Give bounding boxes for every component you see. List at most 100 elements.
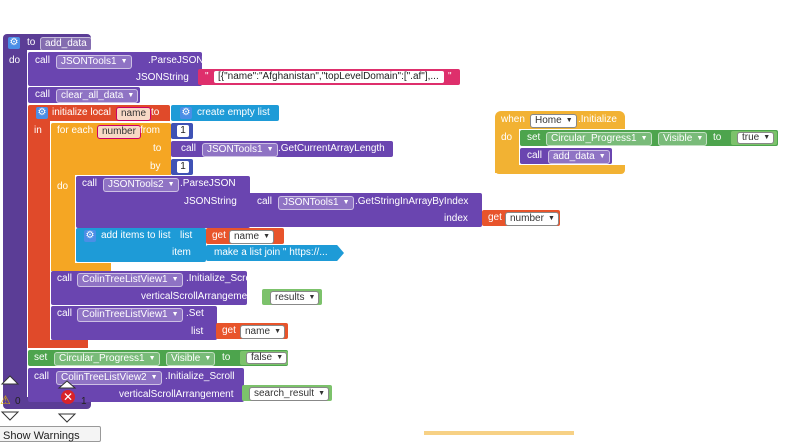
false-dropdown[interactable]: false▼	[246, 352, 288, 364]
previous-error-icon[interactable]	[57, 380, 77, 389]
procedure-name-field[interactable]: add_data	[40, 37, 92, 51]
call-label: call	[35, 55, 51, 66]
get-label: get	[212, 230, 226, 241]
event-call-add-data-block[interactable]	[520, 148, 612, 164]
make-list-block[interactable]	[206, 245, 344, 261]
call-label: call	[35, 89, 51, 100]
call-label: call	[57, 308, 73, 319]
when-label: when	[501, 114, 525, 125]
results-dropdown[interactable]: results▼	[270, 291, 320, 305]
show-warnings-button[interactable]: Show Warnings	[0, 426, 101, 442]
circular-progress-dropdown[interactable]: Circular_Progress1▼	[54, 352, 160, 366]
add-data-dropdown[interactable]: add_data▼	[548, 150, 610, 164]
procedure-block-add-data[interactable]	[3, 34, 91, 50]
item-label: item	[172, 247, 191, 258]
call-label: call	[527, 150, 543, 161]
dropdown-arrow-icon: ▼	[204, 355, 212, 362]
warning-icon: ⚠	[0, 393, 11, 407]
expand-down-icon[interactable]	[0, 411, 20, 421]
gear-icon[interactable]: ⚙	[36, 107, 48, 119]
from-label: from	[140, 125, 160, 136]
set-label: set	[34, 352, 48, 363]
show-warnings-label: Show Warnings	[3, 430, 80, 442]
method-parsejson-label: .ParseJSON	[148, 55, 204, 66]
initialize-local-spine	[28, 121, 50, 343]
home-component-dropdown[interactable]: Home▼	[530, 114, 577, 128]
gear-icon[interactable]: ⚙	[84, 230, 96, 242]
by-number-value[interactable]: 1	[177, 161, 189, 173]
to-label: to	[151, 107, 160, 118]
event-set-visible-true-block[interactable]	[520, 130, 778, 146]
from-number-value[interactable]: 1	[177, 125, 189, 137]
circular-progress-dropdown[interactable]: Circular_Progress1▼	[546, 132, 652, 146]
jsonstring-label: JSONString	[184, 196, 237, 207]
dropdown-arrow-icon: ▼	[640, 135, 648, 142]
dropdown-arrow-icon: ▼	[263, 233, 271, 240]
create-empty-list-label: create empty list	[197, 107, 270, 118]
dropdown-arrow-icon: ▼	[274, 328, 282, 335]
colin1-dropdown[interactable]: ColinTreeListView1▼	[77, 273, 183, 287]
vertical-scroll-label: verticalScrollArrangement	[119, 389, 234, 400]
get-variable-dropdown[interactable]: number▼	[505, 212, 559, 226]
set-visible-false-block[interactable]	[28, 350, 288, 366]
method-label: .GetCurrentArrayLength	[278, 143, 385, 154]
close-quote: "	[448, 71, 452, 82]
to-label: to	[222, 352, 231, 363]
dropdown-arrow-icon: ▼	[120, 58, 128, 65]
gear-icon[interactable]: ⚙	[8, 37, 20, 49]
call-label: call	[34, 371, 50, 382]
gear-icon[interactable]: ⚙	[180, 107, 192, 119]
json-string-value[interactable]: [{"name":"Afghanistan","topLevelDomain":…	[214, 71, 444, 83]
warnings-count: 0	[15, 396, 21, 407]
true-dropdown[interactable]: true▼	[737, 132, 775, 144]
collapse-up-icon[interactable]	[0, 375, 20, 385]
event-name-label: .Initialize	[578, 114, 617, 125]
in-label: in	[34, 125, 42, 136]
call-initialize-scroll-1-block[interactable]	[51, 271, 247, 305]
visible-property-dropdown[interactable]: Visible▼	[166, 352, 216, 366]
jsontools2-dropdown[interactable]: JSONTools2▼	[103, 178, 179, 192]
call-getcurrentarraylength-block[interactable]	[171, 141, 393, 157]
procedure-to-label: to	[27, 37, 36, 48]
property-name: Visible	[663, 133, 693, 144]
jsontools1-dropdown[interactable]: JSONTools1▼	[202, 143, 278, 157]
add-items-to-list-block[interactable]	[76, 228, 206, 262]
dropdown-arrow-icon: ▼	[171, 276, 179, 283]
jsontools1-dropdown[interactable]: JSONTools1▼	[278, 196, 354, 210]
dropdown-arrow-icon: ▼	[127, 92, 135, 99]
colin1-dropdown[interactable]: ColinTreeListView1▼	[77, 308, 183, 322]
error-arrows[interactable]	[57, 380, 77, 424]
call-label: call	[257, 196, 273, 207]
errors-count: 1	[81, 396, 87, 407]
dropdown-arrow-icon: ▼	[150, 374, 158, 381]
create-empty-list-block[interactable]	[171, 105, 279, 121]
local-variable-name-field[interactable]: name	[116, 107, 152, 121]
call-getstringinarraybyindex-block[interactable]	[248, 193, 482, 227]
do-label: do	[57, 181, 69, 192]
get-variable-dropdown[interactable]: name▼	[240, 325, 286, 339]
for-each-label: for each	[57, 125, 94, 136]
call-set-block[interactable]	[51, 306, 217, 340]
method-label: .GetStringInArrayByIndex	[355, 196, 469, 207]
boolean-value: false	[251, 352, 273, 363]
search-result-dropdown[interactable]: search_result▼	[249, 387, 330, 401]
event-bottom	[495, 165, 625, 174]
clear-all-data-dropdown[interactable]: clear_all_data▼	[56, 89, 139, 103]
dropdown-arrow-icon: ▼	[565, 117, 573, 124]
visible-property-dropdown[interactable]: Visible▼	[658, 132, 708, 146]
component-name: Circular_Progress1	[59, 353, 145, 364]
call-jsontools2-parsejson-block[interactable]	[76, 176, 250, 228]
dropdown-arrow-icon: ▼	[598, 153, 606, 160]
method-set-label: .Set	[186, 308, 204, 319]
colin2-dropdown[interactable]: ColinTreeListView2▼	[56, 371, 162, 385]
for-each-bottom	[51, 263, 111, 271]
get-label: get	[222, 325, 236, 336]
next-error-icon[interactable]	[57, 413, 77, 423]
get-variable-dropdown[interactable]: name▼	[229, 230, 275, 244]
procedure-body-spine	[3, 50, 27, 405]
loop-variable-field[interactable]: number	[97, 125, 141, 139]
workspace-expand-arrows[interactable]	[0, 372, 20, 424]
dropdown-arrow-icon: ▼	[171, 311, 179, 318]
do-label: do	[501, 132, 513, 143]
jsontools1-dropdown[interactable]: JSONTools1▼	[56, 55, 132, 69]
